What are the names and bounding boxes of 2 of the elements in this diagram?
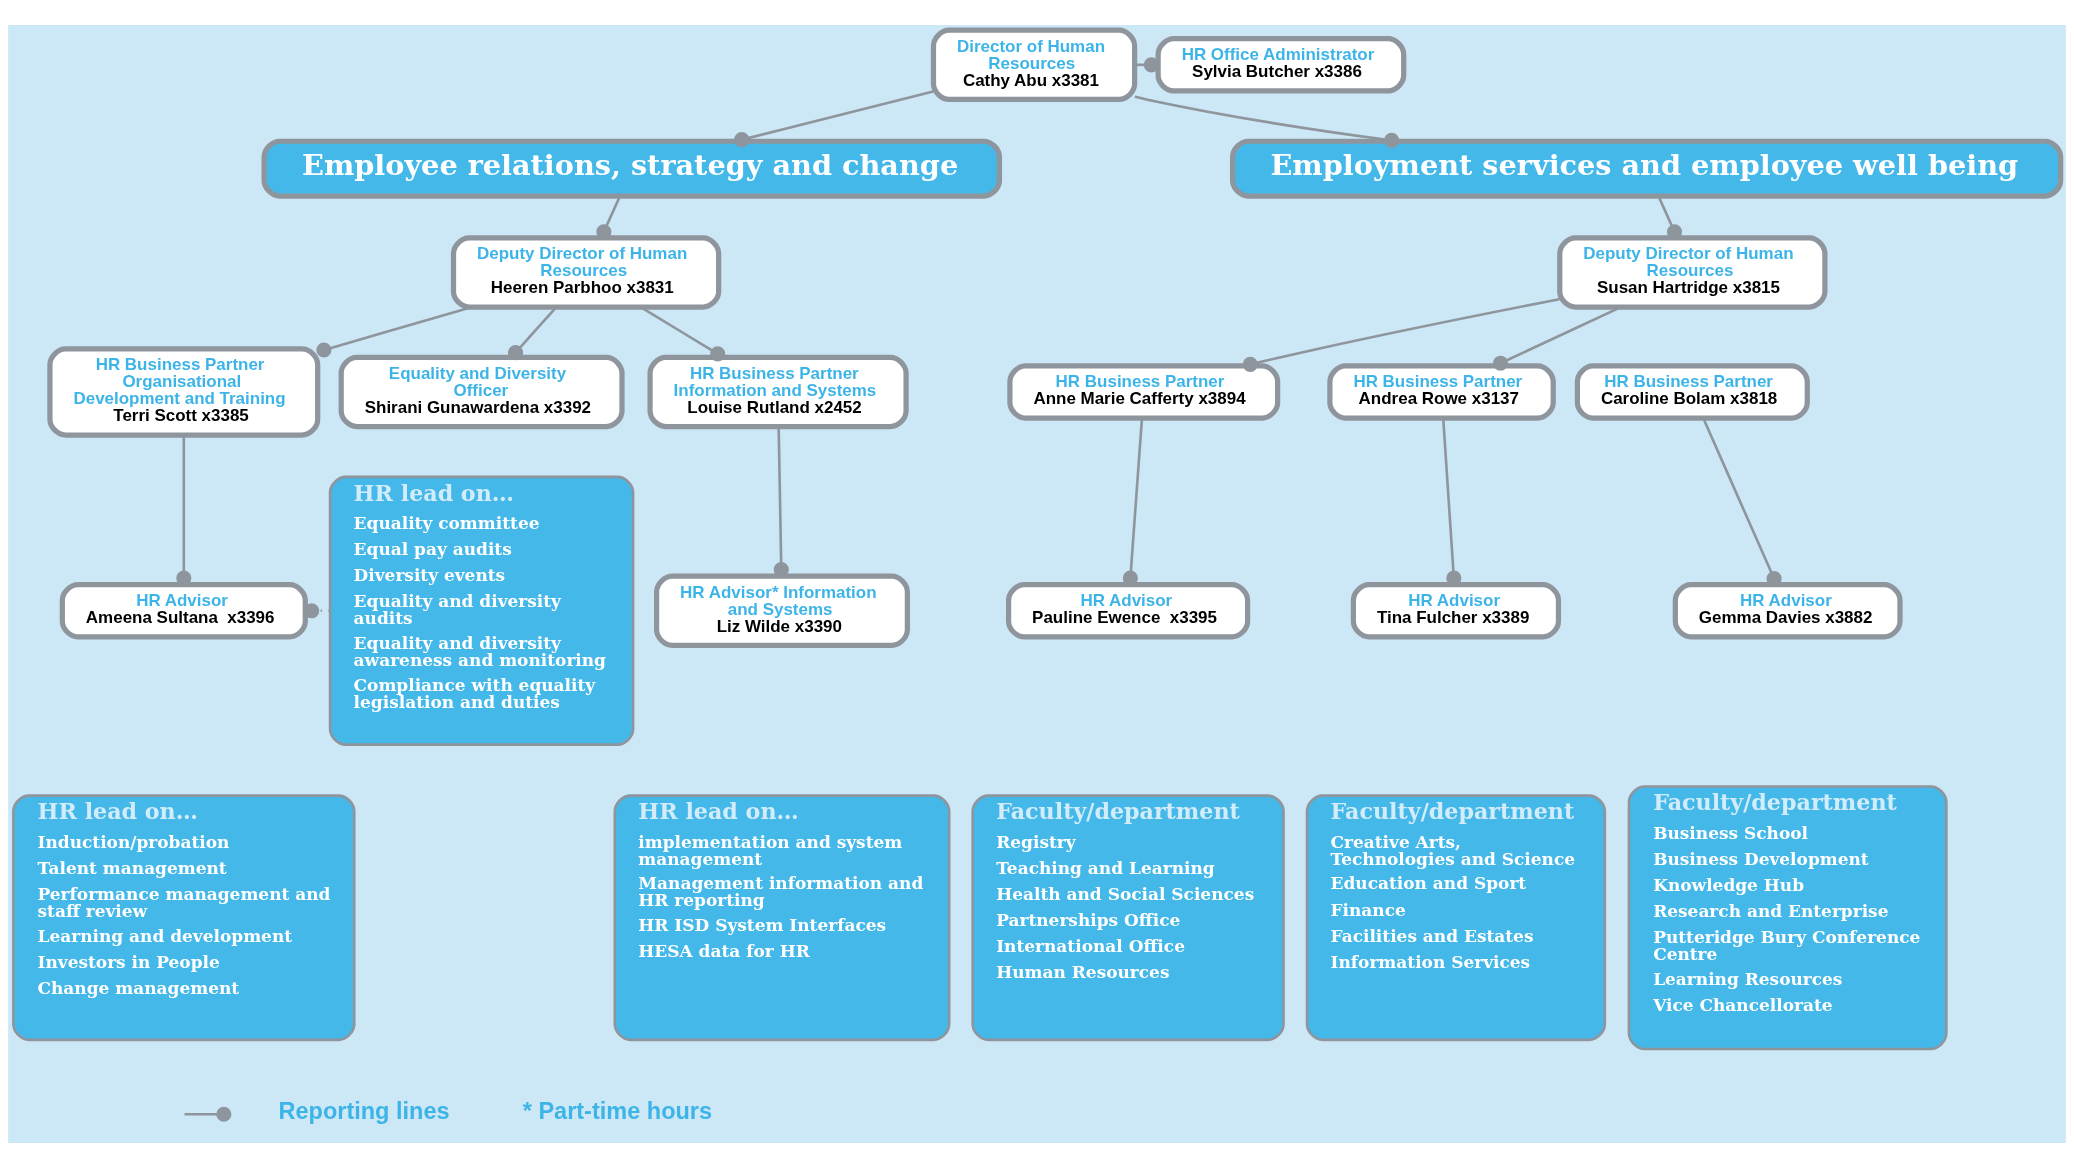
legend-label: Reporting lines [278,1097,450,1124]
label: * Part-time hours [522,1097,713,1124]
